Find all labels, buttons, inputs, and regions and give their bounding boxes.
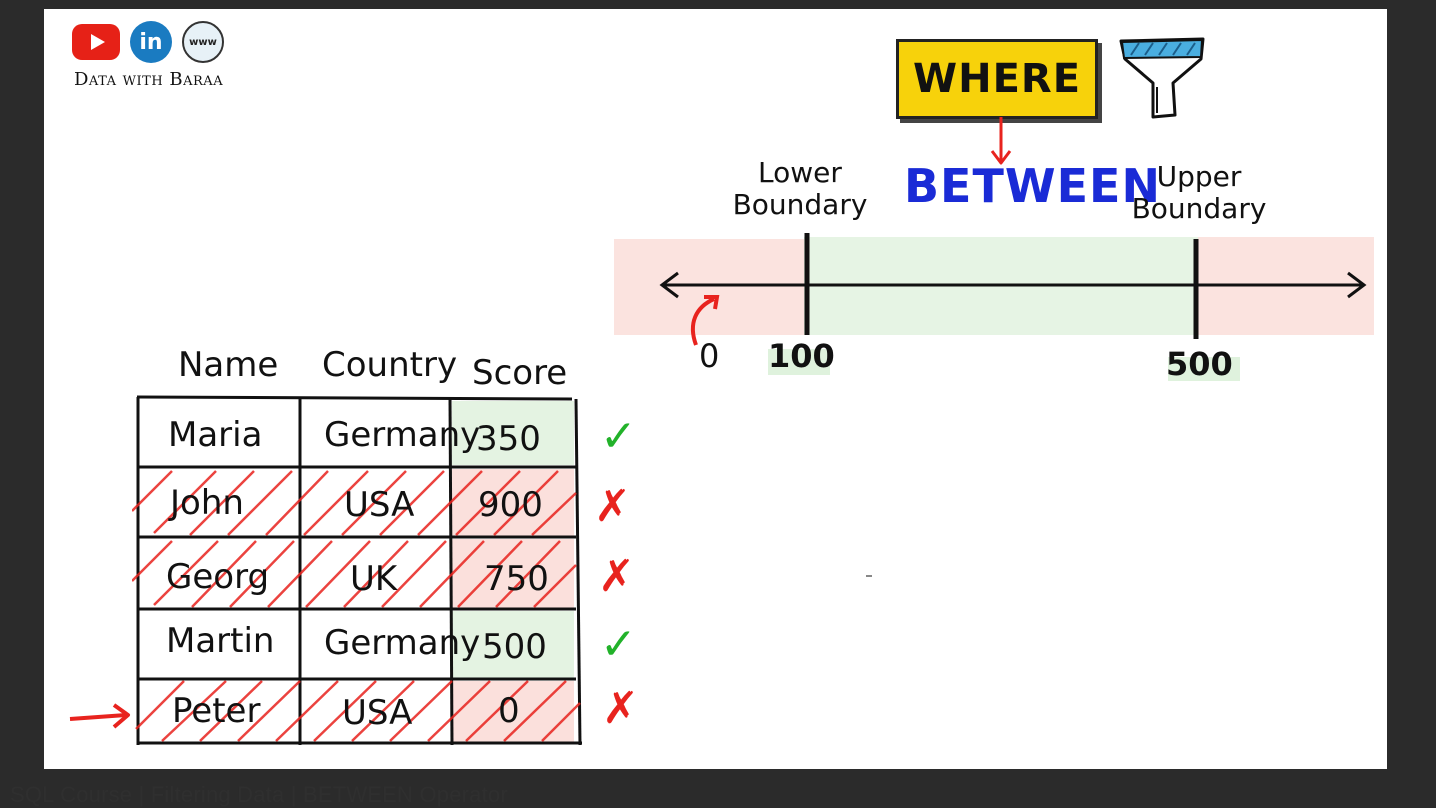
cell-score-4: 0 [498, 691, 520, 731]
lower-boundary-line1: Lower [758, 156, 842, 189]
cell-score-3: 500 [482, 627, 547, 667]
youtube-icon[interactable] [72, 24, 120, 60]
funnel-icon [1119, 37, 1205, 119]
upper-boundary-line1: Upper [1156, 160, 1242, 193]
linkedin-icon[interactable]: in [130, 21, 172, 63]
brand-logo: in www Data with Baraa [72, 21, 244, 97]
upper-boundary-line2: Boundary [1131, 192, 1267, 225]
pass-check-icon: ✓ [600, 411, 637, 462]
lower-value: 100 [768, 337, 835, 375]
header-country: Country [322, 345, 458, 385]
number-line [614, 233, 1374, 346]
header-score: Score [472, 353, 568, 393]
axis-left-arrowhead [659, 271, 679, 299]
cell-name-2: Georg [166, 557, 270, 597]
zero-pointer-arrow [690, 297, 715, 346]
cell-country-2: UK [350, 559, 398, 599]
lower-boundary-label: Lower Boundary [728, 157, 872, 221]
where-label: WHERE [896, 39, 1098, 119]
header-name: Name [178, 345, 279, 385]
upper-value: 500 [1166, 345, 1233, 383]
where-to-between-arrow [990, 117, 1012, 165]
cell-name-0: Maria [168, 415, 263, 455]
slide-canvas: in www Data with Baraa WHERE Lower Bound… [44, 9, 1387, 769]
zero-value: 0 [699, 337, 720, 375]
brand-name: Data with Baraa [74, 69, 224, 90]
cell-country-3: Germany [324, 623, 481, 663]
cell-name-4: Peter [172, 691, 261, 731]
strike-hatching-peter [135, 680, 581, 742]
website-icon[interactable]: www [182, 21, 224, 63]
fail-cross-icon: ✗ [594, 481, 631, 532]
strike-hatching-georg [132, 540, 577, 608]
strike-hatching-john [132, 470, 577, 536]
fail-cross-icon: ✗ [598, 551, 635, 602]
peter-row-pointer-arrow [69, 703, 130, 729]
cell-score-2: 750 [484, 559, 549, 599]
cell-country-1: USA [344, 485, 415, 525]
between-label: BETWEEN [904, 159, 1161, 213]
cell-name-3: Martin [166, 621, 275, 661]
cell-score-1: 900 [478, 485, 543, 525]
cell-name-1: John [170, 483, 244, 523]
video-caption: SQL Course | Filtering Data | BETWEEN Op… [10, 782, 508, 807]
upper-boundary-label: Upper Boundary [1124, 161, 1274, 225]
social-icons: in www [72, 21, 244, 63]
pass-check-icon: ✓ [600, 619, 637, 670]
fail-cross-icon: ✗ [602, 683, 639, 734]
cell-country-0: Germany [324, 415, 481, 455]
cell-country-4: USA [342, 693, 413, 733]
table-grid [132, 395, 582, 746]
below-range-band [614, 239, 810, 335]
cell-score-0: 350 [476, 419, 541, 459]
axis-right-arrowhead [1347, 271, 1367, 299]
lower-boundary-line2: Boundary [732, 188, 868, 221]
